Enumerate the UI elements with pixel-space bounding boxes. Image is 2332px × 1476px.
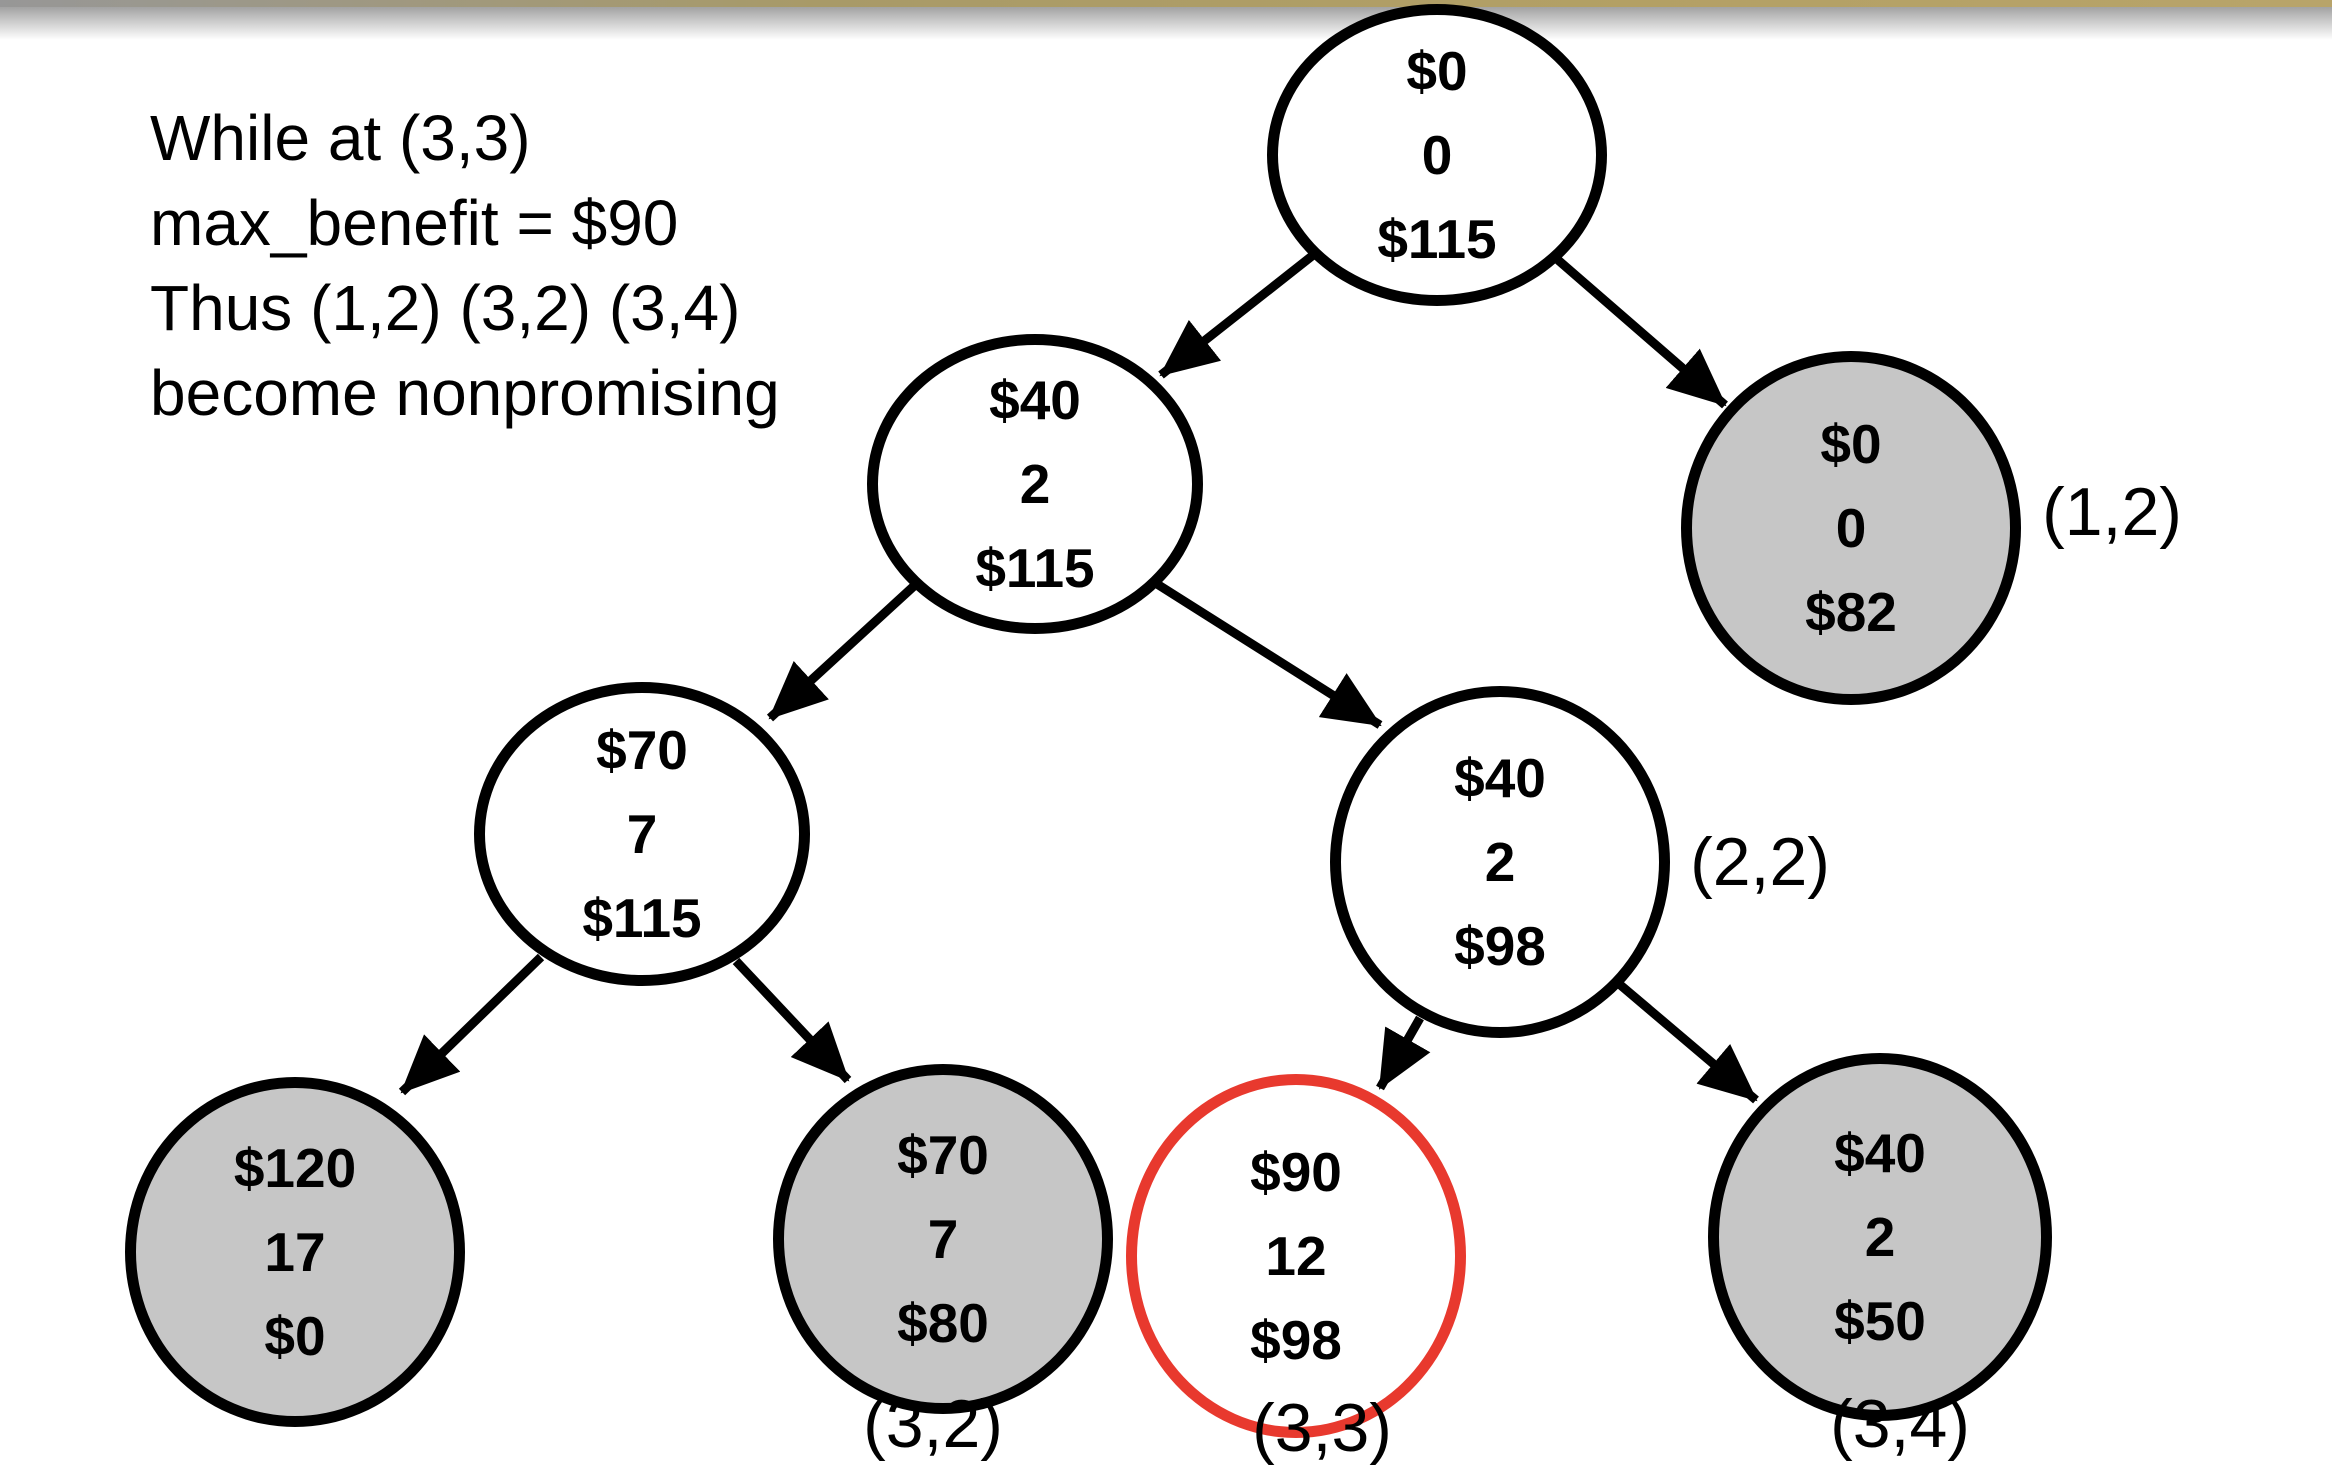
node-profit: $40 <box>1834 1122 1926 1184</box>
node-weight: 17 <box>264 1221 326 1283</box>
annotation-line: become nonpromising <box>150 357 780 429</box>
annotation-text: While at (3,3) max_benefit = $90 Thus (1… <box>150 96 780 436</box>
node-bound: $98 <box>1454 915 1546 977</box>
node-weight: 0 <box>1835 497 1867 559</box>
node-profit: $40 <box>989 369 1081 431</box>
tree-node-3-4-nonpromising: $40 2 $50 <box>1708 1053 2052 1421</box>
node-profit: $40 <box>1454 747 1546 809</box>
cell-label-3-3: (3,3) <box>1252 1390 1392 1466</box>
annotation-line: Thus (1,2) (3,2) (3,4) <box>150 272 741 344</box>
tree-node-3-2-nonpromising: $70 7 $80 <box>773 1064 1113 1414</box>
edge-2-2-to-3-4 <box>1615 979 1759 1104</box>
edge-3-1-to-3-2 <box>732 957 852 1084</box>
tree-node-leaf-left-nonpromising: $120 17 $0 <box>125 1077 465 1427</box>
node-profit: $120 <box>233 1137 357 1199</box>
node-profit: $70 <box>596 719 688 781</box>
tree-node-1-2-nonpromising: $0 0 $82 <box>1681 351 2021 705</box>
annotation-line: max_benefit = $90 <box>150 187 679 259</box>
node-weight: 7 <box>626 803 658 865</box>
node-weight: 2 <box>1864 1206 1896 1268</box>
cell-label-2-2: (2,2) <box>1690 824 1830 900</box>
node-weight: 2 <box>1484 831 1516 893</box>
node-profit: $0 <box>1820 413 1882 475</box>
edge-2-1-to-3-1 <box>766 582 918 722</box>
node-weight: 12 <box>1265 1225 1327 1287</box>
node-bound: $82 <box>1805 581 1897 643</box>
header-gold-accent-bar <box>0 0 2332 7</box>
node-weight: 2 <box>1019 453 1051 515</box>
node-bound: $50 <box>1834 1290 1926 1352</box>
node-bound: $98 <box>1250 1309 1342 1371</box>
node-weight: 0 <box>1421 124 1453 186</box>
node-profit: $0 <box>1406 40 1468 102</box>
node-bound: $115 <box>975 537 1095 599</box>
tree-node-3-1: $70 7 $115 <box>474 682 810 986</box>
tree-node-2-1: $40 2 $115 <box>867 334 1203 634</box>
edge-root-to-1-2 <box>1555 256 1728 409</box>
node-bound: $115 <box>1377 208 1497 270</box>
edge-3-1-to-leaf-left <box>398 953 545 1096</box>
cell-label-1-2: (1,2) <box>2042 474 2182 550</box>
cell-label-3-2: (3,2) <box>863 1386 1003 1462</box>
edge-2-2-to-3-3 <box>1376 1015 1431 1091</box>
edge-root-to-2-1 <box>1158 252 1315 379</box>
node-bound: $80 <box>897 1292 989 1354</box>
tree-node-root: $0 0 $115 <box>1267 4 1607 306</box>
node-profit: $70 <box>897 1124 989 1186</box>
node-bound: $115 <box>582 887 702 949</box>
tree-node-2-2: $40 2 $98 <box>1330 686 1670 1038</box>
node-bound: $0 <box>264 1305 326 1367</box>
cell-label-3-4: (3,4) <box>1830 1386 1970 1462</box>
node-weight: 7 <box>927 1208 959 1270</box>
annotation-line: While at (3,3) <box>150 102 531 174</box>
node-profit: $90 <box>1250 1141 1342 1203</box>
edge-2-1-to-2-2 <box>1154 580 1383 729</box>
tree-node-3-3-current: $90 12 $98 <box>1126 1074 1466 1438</box>
